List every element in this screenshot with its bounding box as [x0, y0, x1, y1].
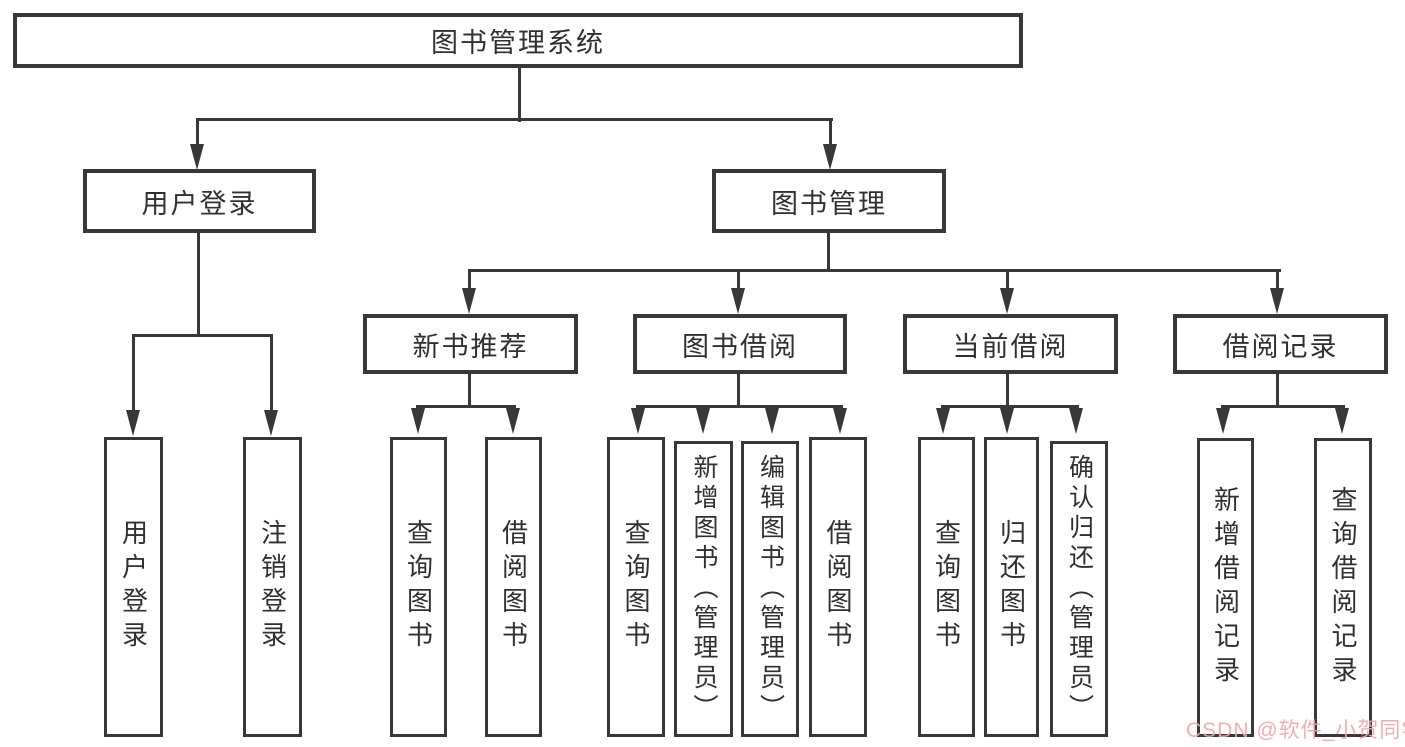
- connector-userlogin-hbar: [132, 334, 273, 337]
- connector-borrowrecord-hbar: [1221, 405, 1345, 408]
- leaf-bookborrow-query: 查询图书: [607, 437, 665, 737]
- leaf-newbook-borrow-label: 借阅图书: [498, 519, 529, 655]
- node-user-login: 用户登录: [83, 169, 316, 233]
- leaf-current-query: 查询图书: [918, 437, 975, 737]
- node-borrow-record-label: 借阅记录: [1222, 331, 1339, 362]
- leaf-logout: 注销登录: [243, 437, 302, 737]
- arrowhead-borrow-record: [1270, 288, 1284, 314]
- node-root: 图书管理系统: [13, 13, 1023, 68]
- leaf-newbook-borrow: 借阅图书: [485, 437, 542, 737]
- leaf-record-add: 新增借阅记录: [1197, 438, 1254, 737]
- node-user-login-label: 用户登录: [141, 188, 258, 219]
- arrowhead-bookborrow-add: [696, 408, 710, 434]
- connector-newbook-hbar: [416, 405, 516, 408]
- connector-currentborrow-stem: [1006, 374, 1009, 407]
- connector-newbook-stem: [468, 374, 471, 407]
- leaf-record-query-label: 查询借阅记录: [1328, 485, 1358, 690]
- arrowhead-current-query: [936, 408, 950, 434]
- connector-root-stem: [518, 67, 521, 122]
- node-book-borrow-label: 图书借阅: [682, 331, 798, 362]
- node-book-borrow: 图书借阅: [633, 314, 847, 374]
- connector-level2-drop-1: [468, 269, 471, 291]
- leaf-bookborrow-edit: 编辑图书（管理员）: [741, 441, 799, 737]
- node-book-management-label: 图书管理: [771, 188, 887, 219]
- arrowhead-current-return: [1000, 408, 1014, 434]
- leaf-bookborrow-query-label: 查询图书: [621, 519, 651, 655]
- csdn-watermark: CSDN @软件_小贺同学: [1186, 719, 1405, 742]
- connector-userlogin-drop-right: [270, 334, 273, 414]
- leaf-current-return-label: 归还图书: [996, 519, 1027, 655]
- connector-level1-drop-right: [829, 118, 832, 148]
- connector-bookborrow-stem: [737, 374, 740, 407]
- leaf-bookborrow-borrow-label: 借阅图书: [823, 519, 853, 655]
- leaf-bookborrow-add-label: 新增图书（管理员）: [690, 454, 718, 724]
- connector-bookborrow-hbar: [636, 405, 843, 408]
- node-current-borrow: 当前借阅: [903, 314, 1118, 374]
- connector-level2-drop-4: [1276, 269, 1279, 291]
- arrowhead-newbook-query: [411, 408, 425, 434]
- arrowhead-newbook-borrow: [506, 408, 520, 434]
- connector-userlogin-drop-left: [132, 334, 135, 414]
- arrowhead-bookborrow-borrow: [833, 408, 847, 434]
- connector-bookmgmt-stem: [827, 233, 830, 271]
- leaf-user-login: 用户登录: [104, 437, 163, 737]
- leaf-record-add-label: 新增借阅记录: [1210, 485, 1241, 690]
- node-borrow-record: 借阅记录: [1173, 314, 1388, 374]
- arrowhead-book-management: [823, 144, 837, 170]
- arrowhead-new-book-recommend: [462, 288, 476, 314]
- node-new-book-recommend: 新书推荐: [363, 314, 578, 374]
- arrowhead-bookborrow-edit: [765, 408, 779, 434]
- arrowhead-bookborrow-query: [631, 408, 645, 434]
- leaf-logout-label: 注销登录: [257, 519, 288, 655]
- arrowhead-record-add: [1216, 408, 1230, 434]
- connector-level2-drop-3: [1006, 269, 1009, 291]
- leaf-newbook-query: 查询图书: [390, 437, 447, 737]
- connector-currentborrow-hbar: [941, 405, 1079, 408]
- connector-userlogin-stem: [197, 233, 200, 337]
- leaf-user-login-label: 用户登录: [118, 519, 149, 655]
- leaf-record-query: 查询借阅记录: [1314, 438, 1372, 737]
- arrowhead-leaf-logout: [264, 410, 278, 436]
- leaf-newbook-query-label: 查询图书: [403, 519, 434, 655]
- node-book-management: 图书管理: [712, 169, 946, 233]
- arrowhead-leaf-login: [126, 410, 140, 436]
- connector-level1-drop-left: [196, 118, 199, 148]
- node-current-borrow-label: 当前借阅: [952, 331, 1069, 362]
- connector-borrowrecord-stem: [1276, 374, 1279, 407]
- arrowhead-current-borrow: [1000, 288, 1014, 314]
- arrowhead-user-login: [190, 144, 204, 170]
- connector-level2-hbar: [468, 269, 1281, 272]
- leaf-bookborrow-edit-label: 编辑图书（管理员）: [756, 454, 785, 724]
- leaf-bookborrow-add: 新增图书（管理员）: [674, 441, 733, 737]
- node-root-label: 图书管理系统: [431, 28, 605, 58]
- arrowhead-record-query: [1335, 408, 1349, 434]
- leaf-current-return: 归还图书: [984, 437, 1039, 737]
- leaf-current-confirm: 确认归还（管理员）: [1050, 441, 1108, 737]
- connector-level2-drop-2: [737, 269, 740, 291]
- leaf-bookborrow-borrow: 借阅图书: [809, 437, 867, 737]
- arrowhead-current-confirm: [1069, 408, 1083, 434]
- node-new-book-recommend-label: 新书推荐: [412, 331, 529, 362]
- leaf-current-query-label: 查询图书: [931, 519, 962, 655]
- connector-level1-hbar: [196, 118, 833, 121]
- arrowhead-book-borrow: [731, 288, 745, 314]
- leaf-current-confirm-label: 确认归还（管理员）: [1065, 454, 1094, 724]
